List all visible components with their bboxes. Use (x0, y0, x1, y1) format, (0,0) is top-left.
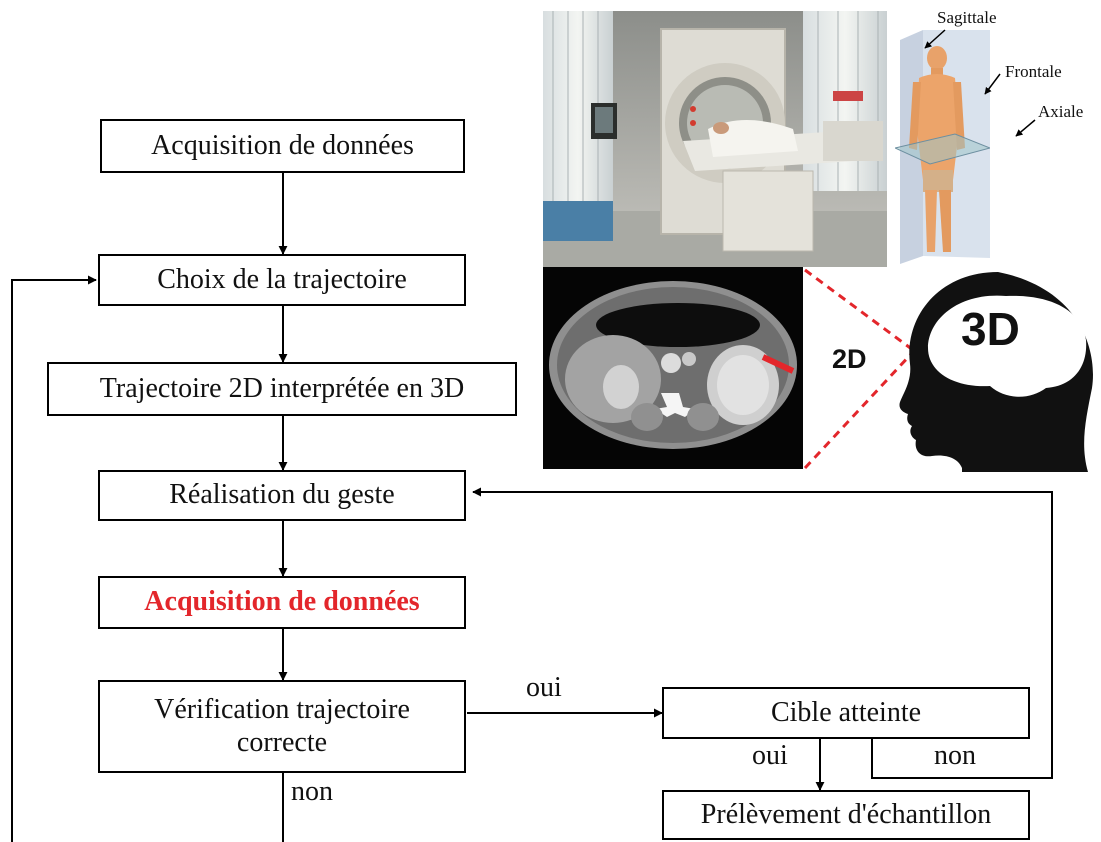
ct-slice-illustration (543, 267, 803, 469)
step-acquisition-highlight-label: Acquisition de données (144, 586, 420, 618)
step-verification-line2: correcte (236, 726, 328, 758)
step-acquisition-box: Acquisition de données (100, 119, 465, 173)
human-planes-figure (895, 30, 990, 264)
label-2d: 2D (832, 344, 867, 374)
sample-label: Prélèvement d'échantillon (700, 798, 992, 830)
ct-scanner-illustration (543, 11, 887, 267)
target-reached-label: Cible atteinte (770, 696, 922, 728)
step-verification-line1: Vérification trajectoire (154, 694, 410, 726)
step-verification-box: Vérification trajectoire correcte (98, 680, 466, 773)
label-no-target: non (934, 740, 976, 771)
plane-label-frontal: Frontale (1005, 62, 1062, 81)
label-no-verification: non (291, 776, 333, 807)
plane-label-sagittal: Sagittale (937, 8, 997, 27)
step-gesture-label: Réalisation du geste (169, 479, 395, 511)
head-illustration (899, 272, 1093, 472)
step-gesture-box: Réalisation du geste (98, 470, 466, 521)
label-yes-verification: oui (526, 672, 562, 703)
plane-label-axial: Axiale (1038, 102, 1084, 121)
ct-scanner-photo (543, 11, 887, 267)
step-trajectory-choice-label: Choix de la trajectoire (157, 263, 407, 295)
step-trajectory-2d-3d-label: Trajectoire 2D interprétée en 3D (99, 372, 465, 404)
sample-box: Prélèvement d'échantillon (662, 790, 1030, 840)
step-acquisition-highlight-box: Acquisition de données (98, 576, 466, 629)
loop-back-to-step2 (11, 275, 97, 842)
step-acquisition-label: Acquisition de données (151, 129, 414, 161)
label-yes-target: oui (752, 740, 788, 771)
ct-slice-image (543, 267, 803, 469)
head-silhouette (898, 268, 1095, 472)
anatomical-planes-illustration (895, 30, 990, 264)
label-3d: 3D (961, 303, 1020, 355)
step-trajectory-choice-box: Choix de la trajectoire (98, 254, 466, 306)
step-trajectory-2d-3d-box: Trajectoire 2D interprétée en 3D (47, 362, 517, 416)
target-reached-box: Cible atteinte (662, 687, 1030, 739)
loop-no-to-step4 (472, 487, 1053, 779)
